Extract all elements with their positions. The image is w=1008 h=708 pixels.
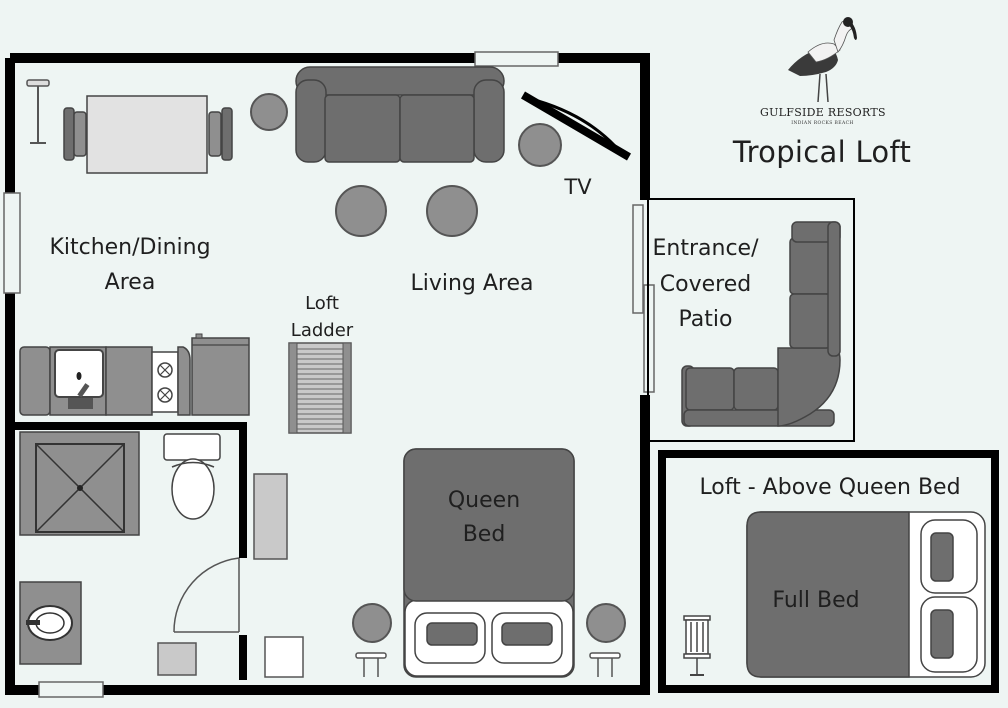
sofa [295, 66, 505, 163]
ibis-bird-icon [788, 17, 857, 103]
main-unit-walls [5, 53, 650, 695]
entrance-label-line1: Entrance/ [652, 236, 759, 261]
bathroom-door [173, 557, 240, 633]
side-table-right [518, 123, 562, 167]
bathroom-walls [15, 422, 247, 680]
dining-set [26, 79, 233, 174]
bathroom-sink [19, 581, 82, 665]
tv-stand [520, 91, 632, 161]
loft-ladder-label-line2: Ladder [290, 320, 354, 341]
chair-left-1 [63, 107, 75, 161]
chair-right-2 [221, 107, 233, 161]
patio-sectional [681, 221, 841, 427]
queen-bed [403, 448, 575, 678]
nightstand-lamps [355, 652, 621, 677]
kitchen-dining-label-line2: Area [104, 270, 156, 295]
floor-lamp [26, 79, 50, 87]
shower [19, 431, 140, 536]
queen-bed-label-line1: Queen [447, 488, 521, 513]
window-left [3, 192, 21, 294]
nightstands [352, 603, 626, 643]
trash-bin [264, 636, 304, 678]
entrance-label-line3: Patio [678, 307, 733, 332]
full-bed [746, 511, 986, 678]
loft-ladder-top [683, 615, 711, 676]
patio-boundary [647, 198, 855, 442]
full-bed-label: Full Bed [772, 588, 860, 613]
dining-table [86, 95, 208, 174]
refrigerator [191, 337, 250, 416]
entrance-label-line2: Covered [659, 272, 752, 297]
chair-left-2 [73, 111, 87, 157]
window-bottom [38, 681, 104, 698]
bath-stool [157, 642, 197, 676]
tv-label: TV [564, 175, 592, 199]
brand-tagline: INDIAN ROCKS BEACH [791, 121, 854, 126]
loft-ladder [288, 342, 352, 434]
stove-top [151, 351, 179, 413]
side-table-left [250, 93, 288, 131]
living-area-label: Living Area [410, 271, 534, 296]
kitchen-counter [19, 333, 250, 416]
kitchen-dining-label-line1: Kitchen/Dining [49, 235, 211, 260]
queen-bed-label-line2: Bed [462, 522, 506, 547]
loft-boundary [658, 450, 999, 693]
ottoman-left [335, 185, 387, 237]
sliding-door-1 [632, 204, 644, 314]
loft-ladder-label-line1: Loft [305, 293, 339, 314]
ottoman-right [426, 185, 478, 237]
brand-name: GULFSIDE RESORTS [760, 106, 886, 119]
toilet [163, 433, 221, 520]
living-stools [250, 93, 562, 237]
window-top [474, 51, 559, 67]
loft-label: Loft - Above Queen Bed [699, 475, 961, 500]
dresser [253, 473, 288, 560]
page-title: Tropical Loft [732, 135, 912, 169]
chair-right-1 [208, 111, 222, 157]
